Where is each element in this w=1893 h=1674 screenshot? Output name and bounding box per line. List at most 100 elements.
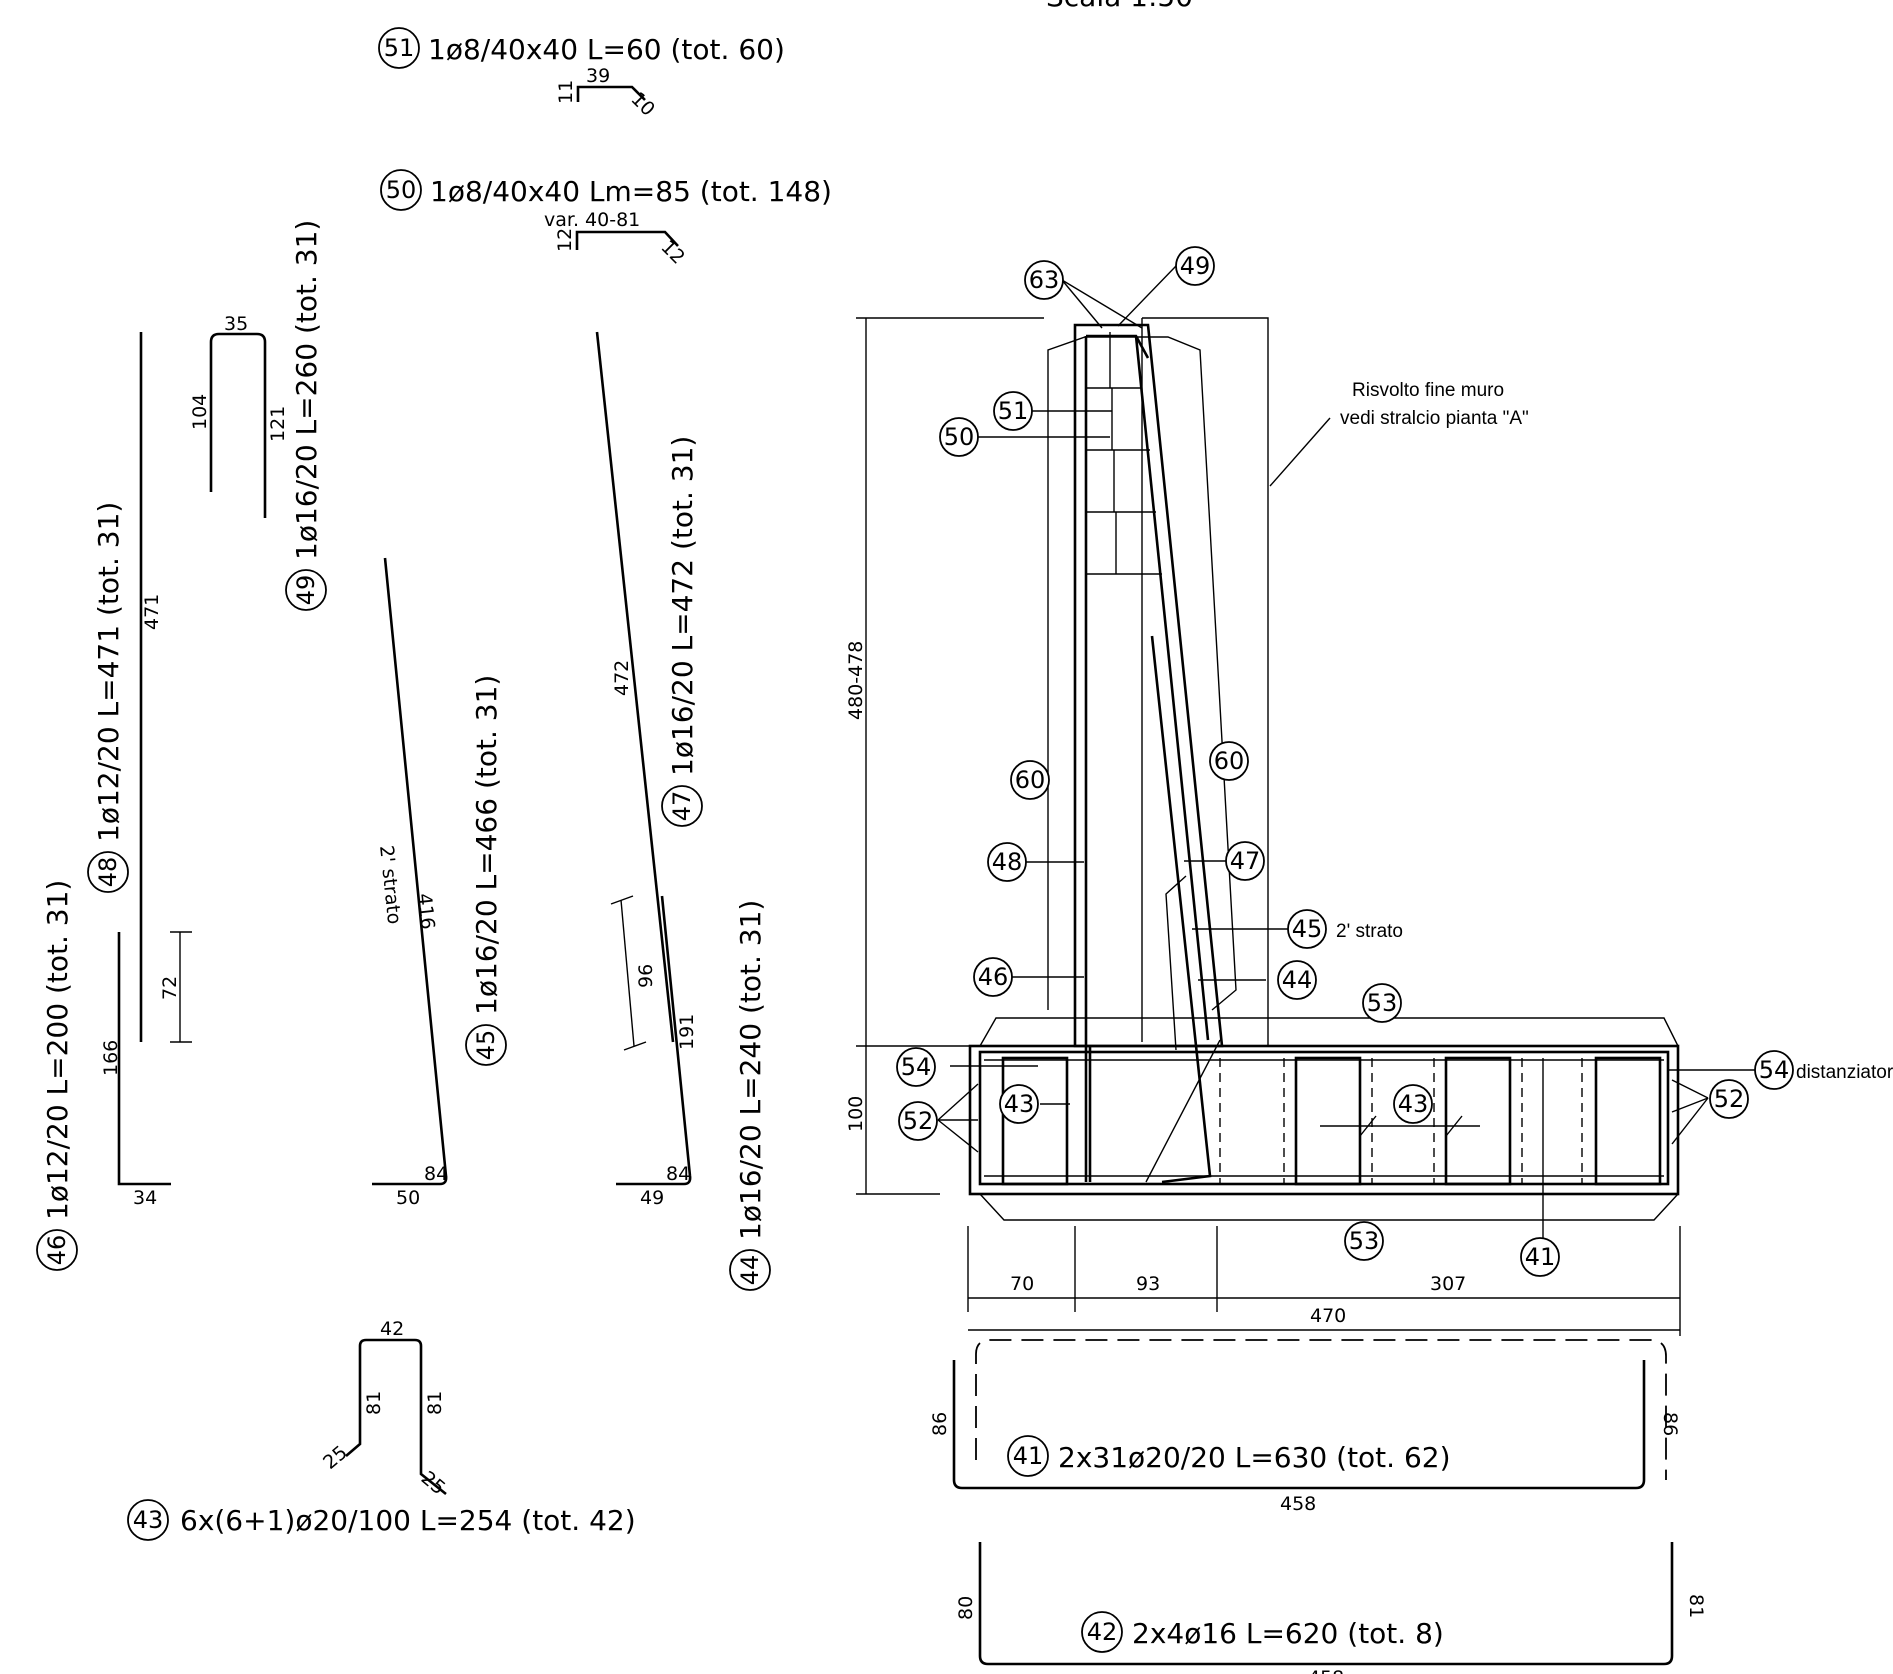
bar-44-spec: 1ø16/20 L=240 (tot. 31) (734, 900, 767, 1240)
note-line-2: vedi stralcio pianta "A" (1340, 408, 1529, 429)
mark-60-left: 60 (1015, 766, 1046, 794)
strato-note: 2' strato (1336, 921, 1403, 942)
mark-53-bottom: 53 (1349, 1227, 1380, 1255)
dim-heel: 70 (1010, 1273, 1034, 1295)
bar-43-schedule: 42 81 81 25 25 43 6x(6+1)ø20/100 L=254 (… (127, 1318, 636, 1541)
bar-45-spec: 1ø16/20 L=466 (tot. 31) (470, 675, 503, 1015)
bar-48-dim-lap: 72 (159, 976, 181, 1000)
bar-42-dim-right: 81 (1685, 1594, 1707, 1618)
dim-toe: 307 (1430, 1273, 1466, 1295)
bar-48-spec: 1ø12/20 L=471 (tot. 31) (92, 502, 125, 842)
mark-49: 49 (1180, 252, 1211, 280)
bar-50-shape (575, 230, 679, 250)
bar-41-in-section (978, 1050, 1670, 1186)
footing-top-line-53 (979, 1017, 1679, 1047)
bar-50-mark-circle (380, 169, 422, 211)
bar-41-shape (952, 1360, 1646, 1490)
bar-44-dim-length: 191 (676, 1014, 698, 1050)
bar-51-dim-right: 10 (626, 88, 659, 121)
mark-41: 41 (1525, 1243, 1556, 1271)
bar-42-mark-circle (1081, 1611, 1123, 1653)
mark-52-right: 52 (1714, 1085, 1745, 1113)
bar-47-schedule: 472 47 1ø16/20 L=472 (tot. 31) (595, 331, 703, 1043)
bar-45-mark: 45 (472, 1030, 500, 1061)
bar-48-mark: 48 (94, 857, 122, 888)
mark-44: 44 (1282, 966, 1313, 994)
bar-43-dim-top: 42 (380, 1318, 404, 1340)
bar-45-dim-strato: 2' strato (375, 844, 405, 925)
bar-47-in-section (1134, 335, 1210, 1041)
mark-51: 51 (998, 397, 1029, 425)
mark-46: 46 (978, 963, 1009, 991)
bar-46-mark: 46 (43, 1235, 71, 1266)
dim-stem: 93 (1136, 1273, 1160, 1295)
stirrup-43-1 (1001, 1056, 1069, 1186)
bar-51-shape (576, 85, 646, 102)
bar-49-shape (209, 332, 267, 518)
bar-47-mark: 47 (668, 791, 696, 822)
bar-51-mark: 51 (384, 34, 415, 62)
mark-60-right: 60 (1214, 747, 1245, 775)
bar-43-spec: 6x(6+1)ø20/100 L=254 (tot. 42) (180, 1504, 636, 1537)
mark-53-top: 53 (1367, 989, 1398, 1017)
mark-52-left: 52 (903, 1107, 934, 1135)
bar-43-mark: 43 (133, 1506, 164, 1534)
bar-43-dim-right: 81 (424, 1391, 446, 1415)
mark-leaders (937, 265, 1756, 1238)
stirrup-43-3 (1444, 1056, 1512, 1186)
bar-44-mark: 44 (736, 1255, 764, 1286)
bar-46-shape (117, 932, 171, 1186)
footing-outline (968, 1044, 1680, 1196)
bar-51-dim-top: 39 (586, 65, 610, 87)
bar-49-dim-top: 35 (224, 313, 248, 335)
bar-46-spec: 1ø12/20 L=200 (tot. 31) (41, 880, 74, 1220)
bar-42-shape (978, 1542, 1674, 1666)
bar-43-shape (345, 1338, 447, 1496)
bar-42-mark: 42 (1087, 1618, 1118, 1646)
bar-46-mark-circle (36, 1229, 78, 1271)
bar-49-mark: 49 (292, 575, 320, 606)
bar-42-spec: 2x4ø16 L=620 (tot. 8) (1132, 1617, 1444, 1650)
bar-47-mark-circle (661, 785, 703, 827)
bar-51-spec: 1ø8/40x40 L=60 (tot. 60) (428, 33, 785, 66)
wall-cross-section: 480-478 100 70 93 307 470 Risvolto fine … (845, 246, 1893, 1336)
bar-44-mark-circle (729, 1249, 771, 1291)
bar-45-schedule: 416 2' strato 84 50 45 1ø16/20 L=466 (to… (372, 557, 507, 1209)
bar-46-dim-height: 166 (100, 1040, 122, 1076)
bar-51-mark-circle (378, 27, 420, 69)
bar-50-dim-top: var. 40-81 (544, 209, 640, 231)
bar-41-schedule: 86 86 458 41 2x31ø20/20 L=630 (tot. 62) (929, 1339, 1681, 1515)
bar-41-spec: 2x31ø20/20 L=630 (tot. 62) (1058, 1441, 1451, 1474)
bar-44-dim-foot: 49 (640, 1187, 664, 1209)
bar-41-mark: 41 (1013, 1442, 1044, 1470)
bar-42-schedule: 80 81 458 42 2x4ø16 L=620 (tot. 8) (955, 1542, 1707, 1674)
bar-49-schedule: 35 104 121 49 1ø16/20 L=260 (tot. 31) (189, 220, 327, 611)
stem-stirrups (1086, 332, 1162, 575)
bar-46-dim-foot: 34 (133, 1187, 157, 1209)
bar-49-spec: 1ø16/20 L=260 (tot. 31) (290, 220, 323, 560)
stirrup-43-2 (1294, 1056, 1362, 1186)
bar-44-shape (616, 895, 692, 1186)
bar-41-dim-bottom: 458 (1280, 1493, 1316, 1515)
mark-43-right: 43 (1398, 1090, 1429, 1118)
bar-41-shape-second-layer (975, 1339, 1667, 1480)
bar-45-in-section (1150, 635, 1212, 1184)
wall-stem-outline (1073, 323, 1224, 1048)
bar-47-dim-length: 472 (611, 660, 633, 696)
bar-51-dim-left: 11 (555, 80, 577, 104)
bar-42-dim-left: 80 (955, 1596, 977, 1620)
bar-45-dim-length: 416 (413, 892, 439, 930)
bar-44-dim-lap: 96 (635, 964, 657, 988)
bar-45-mark-circle (465, 1024, 507, 1066)
bar-50-spec: 1ø8/40x40 Lm=85 (tot. 148) (430, 175, 832, 208)
bar-43-dim-hook-left: 25 (319, 1441, 352, 1473)
footing-bottom-line-53 (979, 1193, 1679, 1221)
bar-48-schedule: 471 72 48 1ø12/20 L=471 (tot. 31) (87, 332, 192, 1043)
bar-47-spec: 1ø16/20 L=472 (tot. 31) (666, 436, 699, 776)
bar-47-shape (595, 331, 675, 1043)
bar-51-schedule: 51 1ø8/40x40 L=60 (tot. 60) 39 11 10 (378, 27, 785, 121)
mark-43-left: 43 (1004, 1090, 1035, 1118)
stirrup-43-4 (1594, 1056, 1662, 1186)
bar-46-schedule: 166 34 46 1ø12/20 L=200 (tot. 31) (36, 880, 171, 1271)
